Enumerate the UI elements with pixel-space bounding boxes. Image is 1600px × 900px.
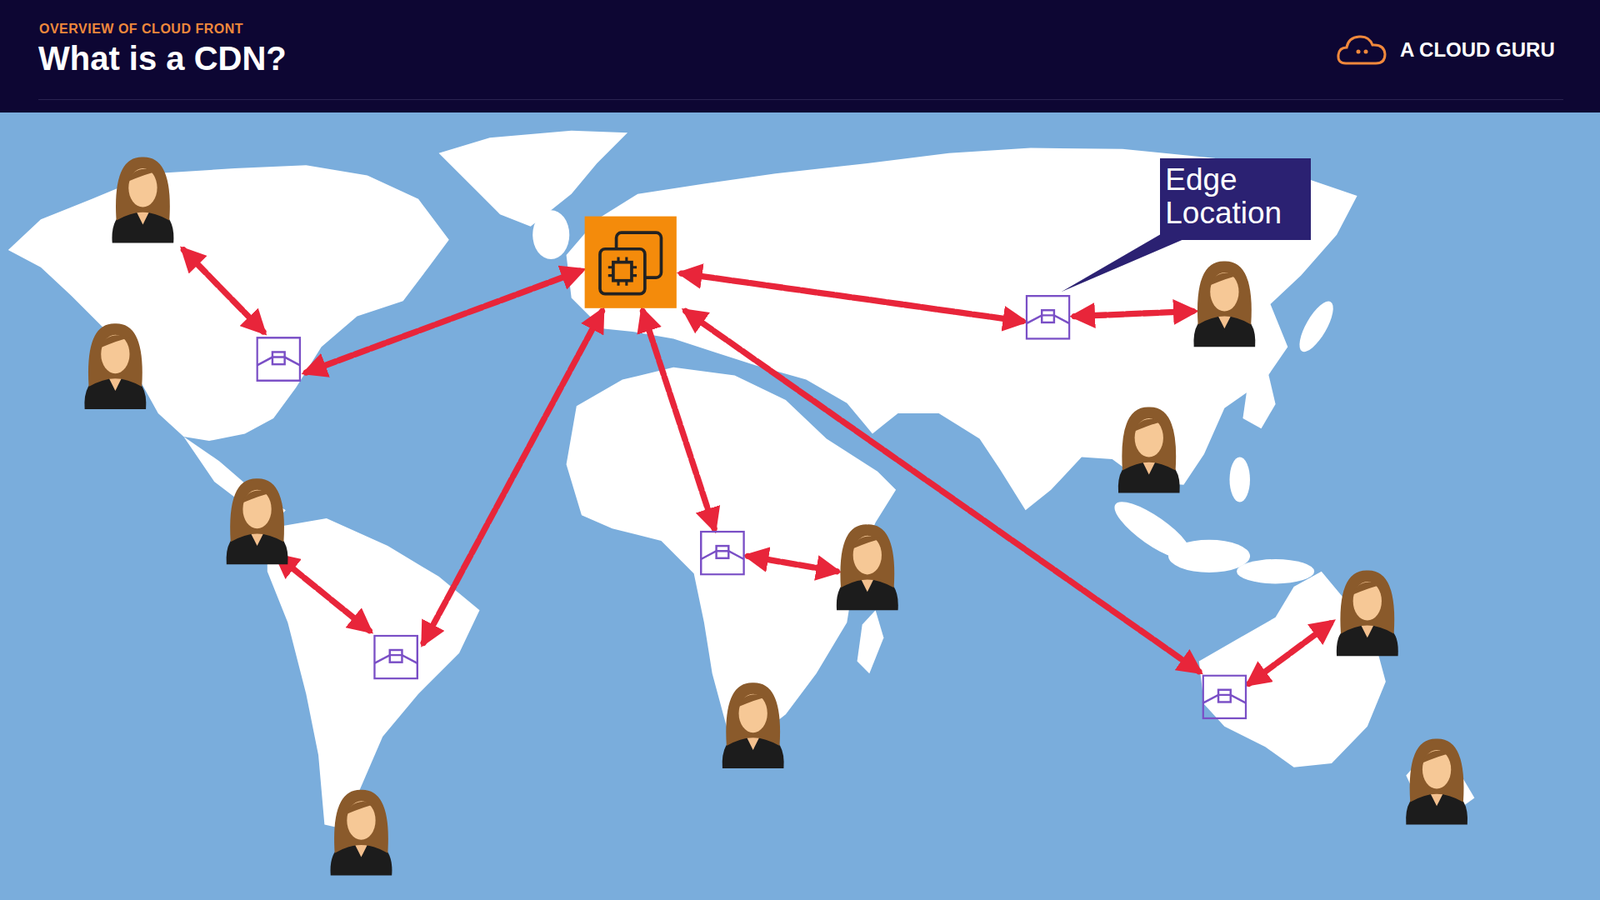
- continents: [8, 130, 1475, 830]
- callout-box: Edge Location: [1160, 158, 1311, 240]
- header-rule: [38, 99, 1564, 100]
- callout-pointer: [1060, 232, 1199, 292]
- brand-name: A CLOUD GURU: [1400, 38, 1555, 62]
- slide-title: What is a CDN?: [38, 40, 287, 78]
- section-kicker: OVERVIEW OF CLOUD FRONT: [39, 21, 244, 37]
- logo-icon: [1335, 31, 1388, 69]
- origin-server: [585, 216, 677, 309]
- users: [84, 157, 1468, 876]
- callout-text: Edge Location: [1165, 163, 1305, 230]
- edge-location-icons: [257, 295, 1247, 719]
- cdn-arrows: [183, 250, 1332, 684]
